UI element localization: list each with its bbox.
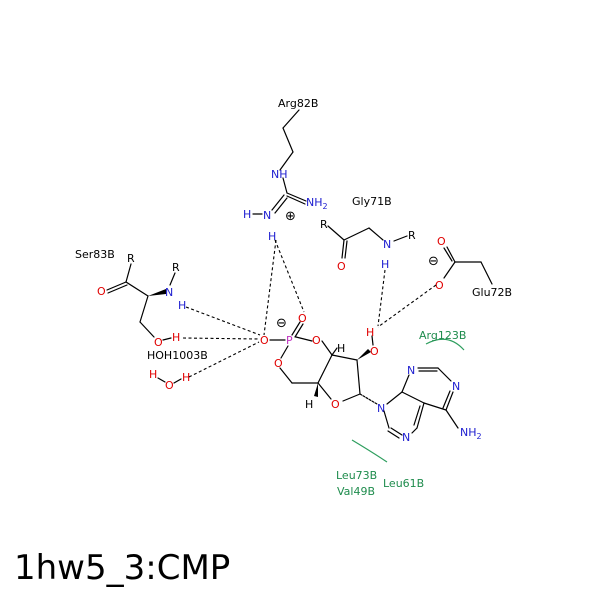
atom-o2-ser83: O [154, 336, 163, 349]
atom-h2-ser83: H [172, 331, 180, 344]
atom-h-arg82: H [243, 208, 251, 221]
atom-nh2-adenine: NH2 [460, 426, 482, 441]
atom-r2-gly71: R [408, 229, 416, 242]
atom-o-gly71: O [337, 260, 346, 273]
hbond-glu72-o [377, 284, 437, 328]
atom-h-c3: H [337, 342, 345, 355]
residue-label-glu72: Glu72B [472, 286, 512, 299]
glu72-residue: Glu72B O O ⊖ [428, 235, 512, 299]
hydrophobic-arc-leu73 [351, 439, 388, 463]
atom-n-ser83: N [165, 286, 173, 299]
ser83-residue: Ser83B R O R N H O H [75, 248, 186, 349]
atom-p: P [286, 334, 293, 347]
atom-n-arg82: N [263, 209, 271, 222]
atom-h-c4: H [305, 398, 313, 411]
atom-n3: N [407, 364, 415, 377]
atom-o-p4: O [274, 357, 283, 370]
atom-n1: N [452, 380, 460, 393]
charge-minus-icon-phosphate: ⊖ [276, 316, 287, 331]
atom-o-p1: O [298, 312, 307, 325]
residue-label-gly71: Gly71B [352, 195, 392, 208]
atom-r-gly71: R [320, 218, 328, 231]
hydrophobic-label-leu73: Leu73B [336, 469, 377, 482]
residue-label-arg82: Arg82B [278, 97, 318, 110]
cmp-ligand: O ⊖ P O O O O H H O H [260, 312, 379, 411]
atom-h-2oh: H [366, 326, 374, 339]
charge-plus-icon: ⊕ [285, 209, 296, 224]
hbond-arg82-o2 [263, 239, 277, 336]
residue-label-ser83: Ser83B [75, 248, 115, 261]
atom-n9: N [377, 402, 385, 415]
atom-r-ser83: R [127, 252, 135, 265]
hbond-ser83-n [185, 306, 261, 336]
charge-minus-icon-glu72: ⊖ [428, 254, 439, 269]
water-hoh1003: HOH1003B H O H [147, 349, 208, 392]
hydrophobic-label-arg123: Arg123B [419, 329, 466, 342]
hbond-arg82-o1 [274, 239, 305, 313]
atom-o2-glu72: O [435, 279, 444, 292]
atom-h-water: H [149, 368, 157, 381]
atom-o-ribose: O [331, 398, 340, 411]
hydrophobic-label-val49: Val49B [337, 485, 375, 498]
atom-h2-water: H [182, 371, 190, 384]
atom-h2-arg82: H [268, 230, 276, 243]
arg82-residue: Arg82B NH NH2 H N H ⊕ [243, 97, 328, 243]
hbond-ser83-oh [182, 337, 260, 340]
atom-o-p3: O [312, 334, 321, 347]
hbond-water [188, 341, 260, 378]
atom-h-ser83: H [178, 299, 186, 312]
atom-n7: N [402, 431, 410, 444]
atom-o-glu72: O [437, 235, 446, 248]
hydrophobic-arc-arg123 [425, 338, 465, 351]
page-title: 1hw5_3:CMP [14, 548, 231, 588]
atom-o-ser83: O [97, 285, 106, 298]
hydrophobic-contacts: Arg123B Leu73B Val49B Leu61B [336, 329, 466, 498]
atom-o-2oh: O [370, 345, 379, 358]
residue-label-hoh1003: HOH1003B [147, 349, 208, 362]
hbond-gly71-n [377, 269, 386, 327]
atom-r2-ser83: R [172, 261, 180, 274]
adenine-ring: N N N N NH2 [377, 364, 482, 444]
atom-n-gly71: N [383, 238, 391, 251]
hydrophobic-label-leu61: Leu61B [383, 477, 424, 490]
hydrogen-bonds [182, 239, 437, 378]
atom-o-water: O [165, 379, 174, 392]
atom-nh-arg82: NH [271, 168, 288, 181]
atom-h-gly71: H [381, 258, 389, 271]
atom-nh2-arg82: NH2 [306, 196, 328, 211]
atom-o-p2: O [260, 334, 269, 347]
gly71-residue: Gly71B R O N R H [320, 195, 416, 273]
